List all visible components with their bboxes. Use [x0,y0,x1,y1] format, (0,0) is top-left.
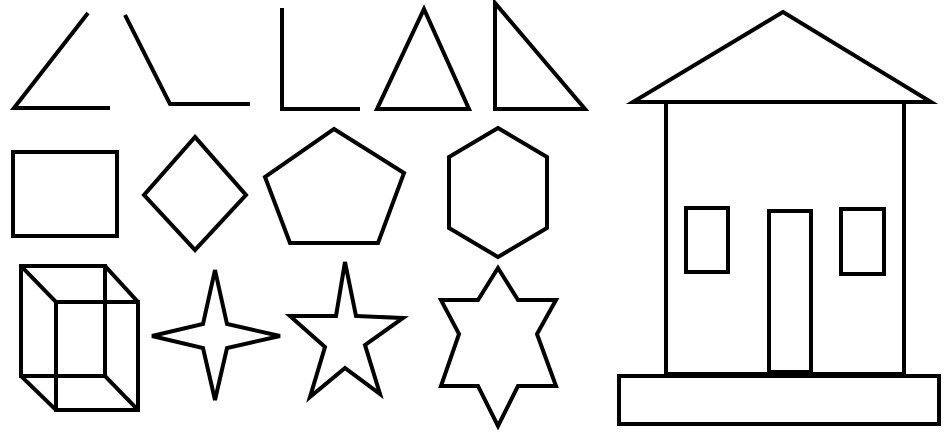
acute-angle-shape [9,11,110,110]
house-base [617,374,941,426]
right-angle-shape [280,8,360,111]
six-point-star-shape [437,264,560,431]
five-point-star-shape [284,261,409,403]
house-window-right [839,207,886,276]
house-window-left [684,206,730,274]
hexagon-shape [447,125,549,260]
four-point-star-shape [151,269,281,401]
rhombus-shape [141,133,249,253]
cuboid-shape [19,264,140,412]
house-wall [664,100,906,376]
house-door [767,209,813,374]
house-shape [617,9,941,426]
obtuse-angle-shape [123,14,250,106]
pentagon-shape [262,126,407,245]
rectangle-shape [11,150,119,238]
isosceles-triangle-shape [373,4,473,111]
house-roof [625,9,939,104]
right-triangle-shape [493,0,590,111]
